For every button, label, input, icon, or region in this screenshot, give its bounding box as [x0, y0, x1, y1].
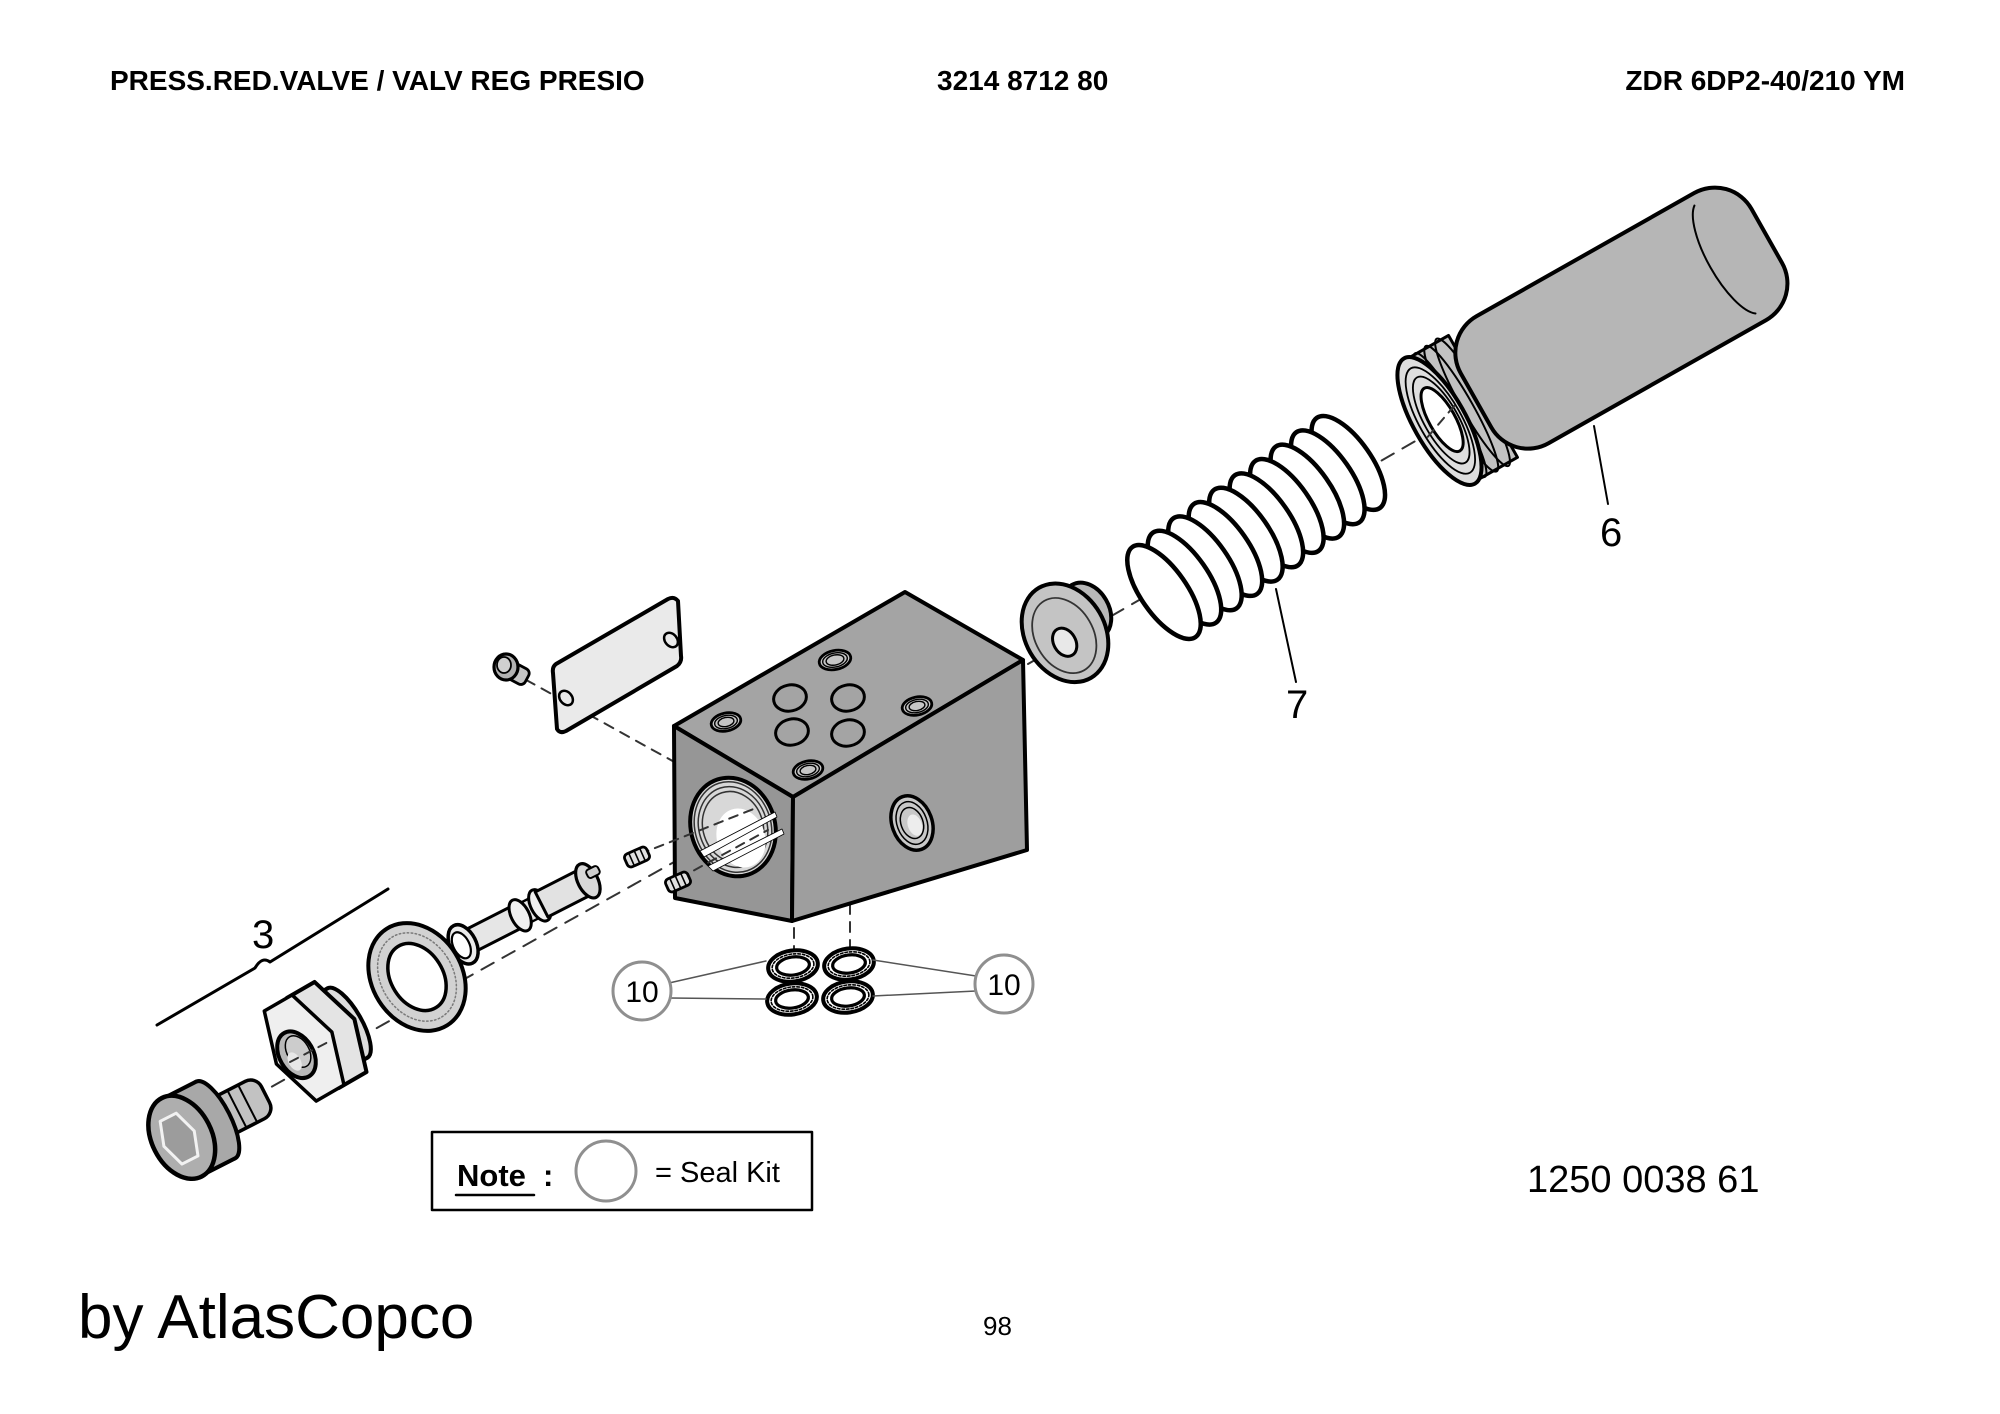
set-screw-axes — [639, 807, 769, 879]
part-cylinder — [1395, 185, 1790, 487]
side-port — [889, 794, 935, 852]
part-plate-screw — [492, 652, 531, 686]
seal-ring — [821, 979, 875, 1015]
threaded-hole — [709, 711, 743, 733]
callout-7-label: 7 — [1286, 683, 1308, 727]
brand-text: by AtlasCopco — [78, 1283, 474, 1352]
document-number: 3214 8712 80 — [937, 65, 1108, 96]
callout-circle — [973, 953, 1035, 1015]
seal-kit-number: 1250 0038 61 — [1527, 1159, 1759, 1201]
port-holes — [772, 683, 866, 748]
callout-6-label: 6 — [1600, 511, 1622, 555]
part-spool — [446, 862, 602, 966]
part-spring — [1125, 413, 1388, 642]
callout-10-right: 10 — [872, 953, 1035, 1015]
part-spring-seat — [1019, 580, 1114, 685]
part-cover-plate — [550, 595, 684, 735]
callout-3-label: 3 — [252, 913, 274, 957]
note-colon: : — [543, 1158, 553, 1193]
part-hex-plug — [262, 979, 373, 1103]
note-definition: = Seal Kit — [655, 1157, 780, 1189]
seal-ring — [766, 948, 820, 984]
callout-10-left-label: 10 — [625, 976, 658, 1009]
note-label: Note — [457, 1158, 526, 1193]
part-set-screws — [623, 845, 692, 894]
hex-socket — [158, 1111, 200, 1166]
part-valve-block — [672, 590, 1029, 923]
model-code: ZDR 6DP2-40/210 YM — [1625, 65, 1905, 96]
part-socket-bolt — [146, 1078, 273, 1182]
page-number: 98 — [983, 1311, 1012, 1341]
callout-7: 7 — [1275, 588, 1308, 727]
threaded-hole — [817, 648, 853, 672]
callout-10-right-label: 10 — [987, 969, 1020, 1002]
seal-ring — [822, 946, 876, 982]
page-title: PRESS.RED.VALVE / VALV REG PRESIO — [110, 65, 645, 96]
seal-kit-circle-icon — [574, 1139, 638, 1203]
callout-6: 6 — [1593, 425, 1622, 555]
part-o-ring — [366, 921, 468, 1033]
callout-circle — [611, 960, 673, 1022]
threaded-hole — [791, 759, 825, 781]
note-box: Note : = Seal Kit — [430, 1130, 814, 1212]
seal-ring — [765, 981, 819, 1017]
threaded-hole — [900, 695, 934, 717]
callout-10-left: 10 — [611, 960, 767, 1022]
part-seal-rings — [765, 946, 876, 1017]
main-bore — [688, 775, 785, 879]
callout-3: 3 — [155, 887, 390, 1027]
